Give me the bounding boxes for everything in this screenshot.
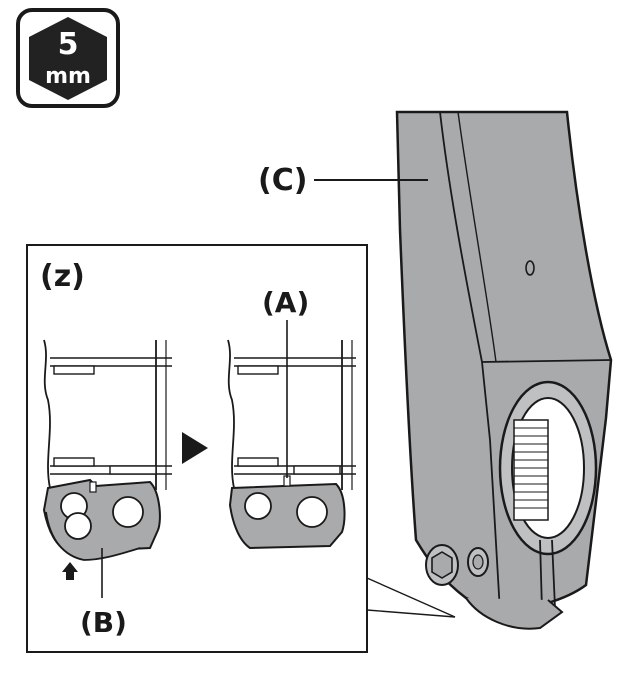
crank-arm-edge-inner [457,111,497,363]
crank-arm-edge [439,111,501,613]
hex-key-icon [29,17,107,100]
callout-line-top [366,577,456,618]
pinch-bolt-1 [425,544,459,586]
after-view [227,339,356,550]
crank-arm-crease [481,359,612,363]
label-detail-view: (z) [40,259,85,294]
before-view [42,339,172,580]
stopper-plate-tip [465,597,564,630]
tool-unit: mm [45,64,91,89]
crank-arm [395,110,613,630]
arrow-up-icon [62,562,78,580]
tool-badge: 5 mm [16,8,120,108]
label-cap: (B) [80,606,127,639]
label-crank-arm: (C) [258,163,307,198]
label-stopper-plate: (A) [262,286,309,319]
tool-size: 5 [58,27,79,62]
detail-inset: (z) [26,244,456,653]
transition-arrow-icon [182,432,208,464]
label-c-group: (C) [258,163,428,198]
pinch-bolt-2 [467,547,489,577]
spindle-splines [513,419,549,521]
crank-slit [539,539,556,611]
callout-line-bottom [366,609,456,618]
crank-small-hole [525,260,535,276]
